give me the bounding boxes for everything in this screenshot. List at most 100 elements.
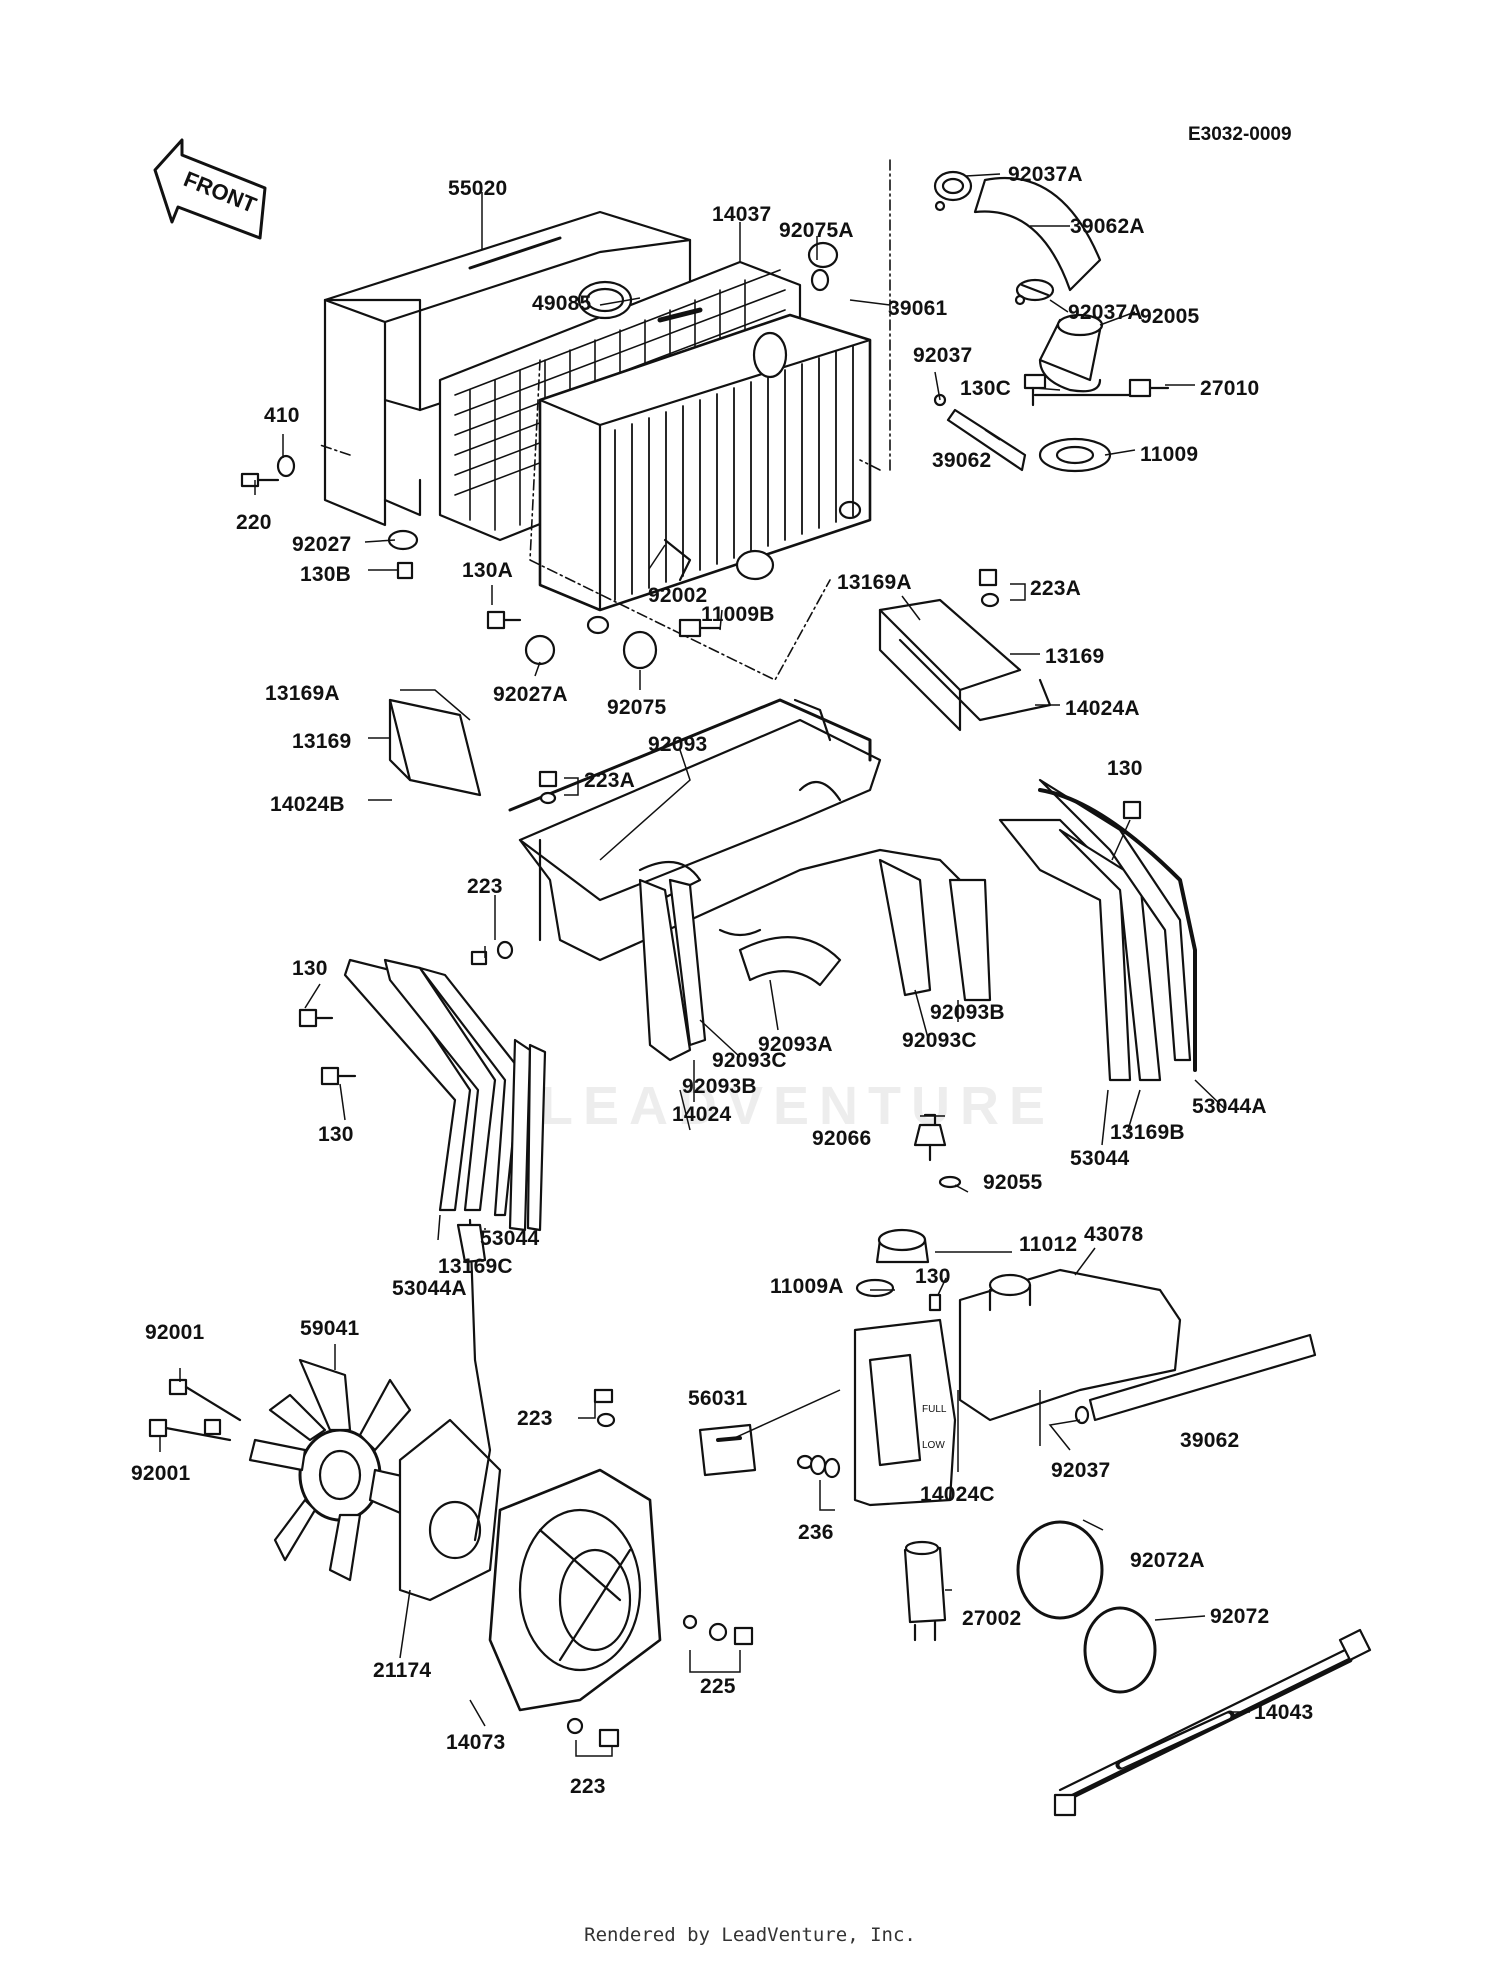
part-label-225: 225 (700, 1675, 736, 1698)
center-strips (638, 858, 992, 1062)
diagram-id: E3032-0009 (1188, 124, 1292, 145)
level-switch (903, 1540, 947, 1642)
bolt-220 (240, 472, 280, 488)
part-label-92093b-right: 92093B (930, 1001, 1005, 1024)
bolts-225 (682, 1614, 754, 1646)
part-label-11009b: 11009B (701, 603, 775, 626)
part-label-92037-tank: 92037 (1051, 1459, 1111, 1482)
part-label-92037a-mid: 92037A (1068, 301, 1143, 324)
watermark: LEADVENTURE (540, 1076, 1056, 1136)
part-label-410: 410 (264, 404, 300, 427)
footer-credit: Rendered by LeadVenture, Inc. (584, 1924, 916, 1946)
main-frame (508, 698, 982, 962)
bolt-130-right (1122, 800, 1142, 820)
reservoir-tank (958, 1268, 1182, 1422)
part-label-130b: 130B (300, 563, 352, 586)
part-label-14024b: 14024B (270, 793, 345, 816)
reservoir-cap (875, 1228, 930, 1264)
leader-lines (159, 173, 1250, 1757)
bolt-130b (396, 561, 414, 580)
fan-motor-bracket (398, 1418, 502, 1602)
part-label-27010: 27010 (1200, 377, 1260, 400)
part-label-130-tank: 130 (915, 1265, 951, 1288)
part-label-92075: 92075 (607, 696, 667, 719)
tank-bolt-130 (928, 1293, 942, 1312)
part-label-223a-right: 223A (1030, 577, 1082, 600)
part-label-11009a: 11009A (770, 1275, 844, 1298)
radiator-core (538, 268, 872, 635)
part-label-14037: 14037 (712, 203, 772, 226)
part-label-53044a-right: 53044A (1192, 1095, 1267, 1118)
fan-shroud (488, 1468, 662, 1712)
hose-clamp-upper (1014, 278, 1055, 306)
part-label-92072: 92072 (1210, 1605, 1270, 1628)
part-label-27002: 27002 (962, 1607, 1022, 1630)
washer-410 (276, 454, 296, 478)
part-label-59041: 59041 (300, 1317, 360, 1340)
part-label-92005: 92005 (1140, 305, 1200, 328)
part-label-92027: 92027 (292, 533, 352, 556)
wiring-harness (1053, 1628, 1372, 1817)
part-label-14024a: 14024A (1065, 697, 1140, 720)
part-label-92072a: 92072A (1130, 1549, 1205, 1572)
cap-gasket (855, 1278, 895, 1298)
part-label-13169-right: 13169 (1045, 645, 1105, 668)
grommet-92075 (622, 630, 658, 670)
grommet-92027a (524, 634, 556, 666)
part-label-11012: 11012 (1019, 1233, 1078, 1256)
part-label-223-fan-top: 223 (517, 1407, 553, 1430)
part-label-223-fan-bottom: 223 (570, 1775, 606, 1798)
fan-motor-wire (456, 1218, 492, 1542)
part-label-220: 220 (236, 511, 272, 534)
right-side-strips (998, 778, 1197, 1082)
part-label-13169a-left: 13169A (265, 682, 340, 705)
part-label-14043: 14043 (1254, 1701, 1314, 1724)
part-label-39061: 39061 (888, 297, 948, 320)
part-label-14024: 14024 (672, 1103, 732, 1126)
bolt-130-left-b (320, 1066, 357, 1086)
bolt-130a (486, 610, 522, 630)
bolt-223a-left (538, 770, 558, 805)
part-label-92093c-right: 92093C (902, 1029, 977, 1052)
bolts-223-fan-top (593, 1388, 616, 1428)
label-plate (698, 1423, 757, 1477)
part-label-92002: 92002 (648, 584, 708, 607)
bolt-130-left-a (298, 1008, 334, 1028)
bolt-11009b (678, 618, 722, 638)
band-clamp-92072 (1083, 1606, 1157, 1694)
small-bolt-130c (1023, 373, 1047, 407)
part-label-92075a: 92075A (779, 219, 854, 242)
left-frame-bracket (388, 698, 482, 797)
part-label-39062-tank: 39062 (1180, 1429, 1240, 1452)
part-label-13169b: 13169B (1110, 1121, 1185, 1144)
part-label-53044-right: 53044 (1070, 1147, 1130, 1170)
part-label-92093: 92093 (648, 733, 708, 756)
part-label-92055: 92055 (983, 1171, 1043, 1194)
part-label-43078: 43078 (1084, 1223, 1144, 1246)
part-label-11009: 11009 (1140, 443, 1199, 466)
part-label-55020: 55020 (448, 177, 508, 200)
upper-hose (933, 170, 1102, 292)
part-label-92001-bottom: 92001 (131, 1462, 191, 1485)
part-label-92027a: 92027A (493, 683, 568, 706)
part-label-130c: 130C (960, 377, 1012, 400)
part-label-39062a: 39062A (1070, 215, 1145, 238)
fan-screws-92001 (148, 1378, 242, 1442)
part-label-21174: 21174 (373, 1659, 432, 1682)
bolt-223 (470, 940, 514, 966)
part-label-92037-upper: 92037 (913, 344, 973, 367)
part-label-13169-left: 13169 (292, 730, 352, 753)
part-label-13169a-right: 13169A (837, 571, 912, 594)
part-label-92001-top: 92001 (145, 1321, 205, 1344)
part-label-130-right: 130 (1107, 757, 1143, 780)
part-label-39062-upper: 39062 (932, 449, 992, 472)
part-label-13169c: 13169C (438, 1255, 513, 1278)
low-mark: LOW (922, 1440, 945, 1451)
part-label-223-frame: 223 (467, 875, 503, 898)
assembly-guide-lines (319, 159, 891, 681)
part-label-130a: 130A (462, 559, 514, 582)
part-label-14073: 14073 (446, 1731, 506, 1754)
part-label-92093c-left: 92093C (712, 1049, 787, 1072)
